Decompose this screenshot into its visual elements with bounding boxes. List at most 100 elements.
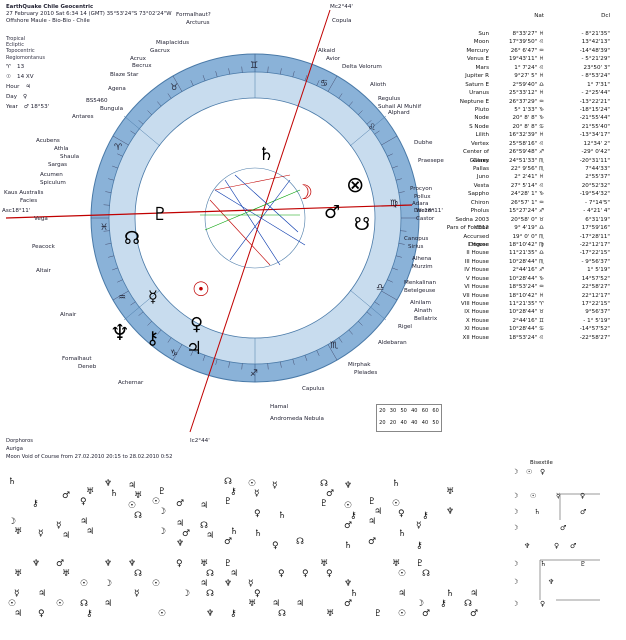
param-label: Hour	[6, 84, 20, 90]
leo-icon: ♌	[368, 123, 376, 133]
star-label: Altair	[36, 268, 51, 274]
transit-glyph: ♃	[374, 507, 382, 517]
position-name: XII House	[462, 334, 489, 341]
transit-glyph: ☉	[56, 599, 64, 609]
star-label: Alnair	[60, 312, 77, 318]
pars-fortune-icon: ⊗	[346, 173, 364, 198]
venus-icon: ♀	[554, 542, 559, 550]
star-label: Pollux	[414, 194, 431, 200]
aries-icon: ♈	[6, 64, 12, 70]
pisces-icon: ♓	[100, 223, 108, 233]
transit-glyph: ☊	[320, 479, 328, 489]
transit-glyph: ☊	[278, 609, 286, 619]
transit-glyph: ♆	[176, 539, 184, 549]
star-label: Avior	[326, 56, 341, 62]
position-name: II House	[466, 250, 489, 257]
position-name: Pallas	[473, 166, 489, 172]
param-value: ♀	[23, 94, 28, 100]
position-declination: -17°22'15"	[579, 250, 610, 257]
transit-glyph: ⚷	[230, 487, 237, 497]
position-name: Mars	[475, 64, 489, 71]
option-item: Regiomontanus	[6, 54, 46, 61]
position-declination: -19°54'32"	[579, 191, 610, 198]
south-node-icon: ☋	[354, 214, 370, 235]
transit-glyph: ♄	[230, 527, 238, 537]
mars-icon: ♂	[560, 524, 566, 532]
star-label: Regulus	[378, 96, 401, 102]
star-label: Acumen	[40, 172, 63, 178]
aspect-lines	[200, 174, 306, 266]
position-name: Sedna 2003 VB12	[455, 216, 489, 232]
position-longitude: 18°53'24" ♒	[508, 284, 544, 291]
chart-place-line: Offshore Maule - Bio-Bio - Chile	[6, 18, 90, 24]
transit-glyph: ☉	[392, 499, 400, 509]
position-longitude: 20°58' 0" ♉	[510, 216, 544, 223]
ephemeris-glyphs: ☽ ☉ ♀ ☽ ☉ ☿ ♀ ☽ ♄ ♂ ☽ ♂ ♆ ♀ ♂ ☽ ♄ ♇ ☽ ♆ …	[512, 468, 586, 608]
moon-icon: ☽	[512, 468, 518, 476]
aspect-circle	[204, 167, 306, 269]
position-longitude: 1° 7'24" ♌	[514, 64, 544, 71]
nat-header: Nat	[534, 13, 544, 19]
position-declination: 7°44'33"	[585, 166, 610, 172]
star-label: Miaplacidus	[156, 40, 189, 46]
transit-glyph: ☊	[200, 521, 208, 531]
transit-glyph: ☊	[464, 599, 472, 609]
positions-header: Nat Dcl	[442, 12, 622, 30]
star-label: Alphard	[388, 110, 410, 116]
taurus-icon: ♉	[170, 83, 178, 93]
position-declination: - 2°25'44"	[581, 90, 611, 97]
position-longitude: 20° 8' 8" ♋	[512, 123, 545, 130]
transit-glyph: ♆	[224, 579, 232, 589]
transit-glyph: ♆	[104, 559, 112, 569]
planet-glyphs: ♄ ☽ ⊗ ♂ ☋ ♇ ☊ ☿ ☉ ♆ ⚷ ♀ ♃	[110, 144, 370, 359]
position-name: X House	[465, 317, 489, 324]
bisextile-label: Bisextile	[530, 460, 553, 466]
capricorn-icon: ♑	[170, 349, 178, 359]
position-declination: 12°34' 2"	[583, 140, 610, 147]
position-declination: 9°56'37"	[585, 309, 610, 316]
position-declination: 13°42'13"	[581, 39, 610, 46]
transit-glyph: ♆	[344, 481, 352, 491]
transit-glyph: ☉	[398, 569, 406, 579]
transit-glyph: ♂	[368, 537, 376, 547]
position-declination: 14°57'52"	[581, 275, 610, 282]
position-name: Center of Galaxy	[463, 149, 489, 164]
aspect-legend: 20 30 50 40 60 60 20 20 40 40 40 50	[376, 404, 442, 432]
transit-glyph: ♅	[14, 527, 22, 537]
position-declination: - 8°53'24"	[581, 73, 611, 80]
transit-glyph: ♂	[344, 521, 352, 531]
transit-glyph: ☊	[206, 589, 214, 599]
transit-glyph: ♅	[326, 609, 334, 619]
position-longitude: 27° 5'14" ♌	[510, 182, 544, 189]
position-longitude: 2°44'16" ♊	[512, 317, 545, 324]
position-declination: - 5°21'29"	[581, 56, 611, 63]
star-label: Capulus	[302, 386, 325, 392]
transit-glyph: ♄	[110, 489, 118, 499]
star-label: Hamal	[270, 404, 289, 410]
param-value: ♂ 18°53'	[23, 104, 50, 110]
mercury-icon: ☿	[556, 492, 560, 500]
transit-glyph: ♃	[206, 531, 214, 541]
position-name: Jupiter R	[465, 73, 489, 80]
transit-glyph: ☊	[224, 477, 232, 487]
position-name: Chiron	[470, 199, 489, 206]
param-value: 13	[17, 64, 25, 70]
transit-glyph: ☉	[128, 501, 136, 511]
transit-glyph: ☊	[134, 569, 142, 579]
position-longitude: 9° 4'19" ♎	[514, 225, 544, 232]
star-label: Fomalhaut	[62, 356, 92, 362]
position-declination: - 4°21' 4"	[583, 208, 610, 215]
transit-glyph: ♅	[200, 559, 208, 569]
position-longitude: 25°33'12" ♓	[508, 90, 544, 97]
position-name: Ceres	[473, 157, 489, 164]
star-label: Murzim	[412, 264, 433, 270]
transit-glyph: ♇	[224, 497, 232, 507]
